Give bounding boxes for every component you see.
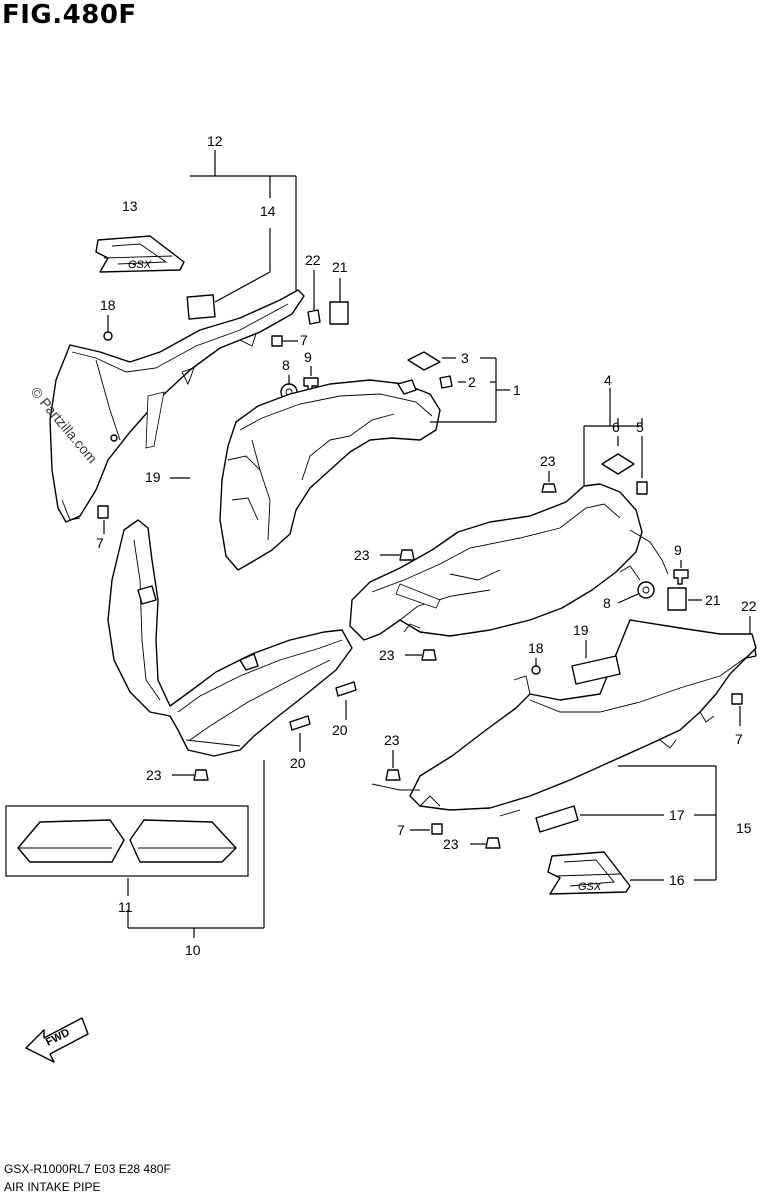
seal-3 [407,351,441,371]
bracket-1 [430,357,510,423]
fwd-arrow-icon: FWD [25,1017,89,1063]
callout-20b: 20 [290,755,306,771]
bracket-4 [583,388,643,492]
callout-8a: 8 [282,357,290,373]
callout-5: 5 [636,419,644,435]
callout-7a: 7 [300,332,308,348]
decal-14 [186,294,216,320]
callout-19a: 19 [145,469,161,485]
figure-footer: GSX-R1000RL7 E03 E28 480F AIR INTAKE PIP… [4,1160,171,1196]
pad-21a [329,301,349,325]
screw-18b [531,665,541,675]
rivet-23a [541,483,557,493]
callout-6: 6 [612,419,620,435]
rivet-23c [421,649,437,661]
screw-18a [103,331,113,341]
callout-22a: 22 [305,252,321,268]
clip-22a [307,309,321,325]
callout-22b: 22 [741,598,757,614]
lower-right-cover-15 [371,619,757,811]
figure-title: FIG.480F [2,0,137,30]
rivet-23f [485,837,501,849]
seal-6 [601,453,635,475]
callout-17: 17 [669,807,685,823]
emblem-16: GSX [547,851,631,895]
clip-7d [431,823,443,835]
emblem-13: GSX [95,235,185,273]
callout-23e: 23 [384,732,400,748]
callout-19b: 19 [573,622,589,638]
decal-17 [535,805,579,833]
callout-23d: 23 [146,767,162,783]
seal-2 [439,375,453,389]
svg-text:GSX: GSX [578,881,602,893]
callout-23b: 23 [354,547,370,563]
callout-8b: 8 [603,595,611,611]
callout-14: 14 [260,203,276,219]
callout-18b: 18 [528,640,544,656]
callout-18a: 18 [100,297,116,313]
callout-11: 11 [118,899,133,915]
grommet-8b [637,581,655,599]
callout-3: 3 [461,350,469,366]
air-intake-pipe-1 [219,379,441,571]
callout-23a: 23 [540,453,556,469]
clip-7a [271,335,283,347]
svg-text:GSX: GSX [128,259,152,271]
callout-9a: 9 [304,349,312,365]
callout-10: 10 [185,942,201,958]
bracket-12 [190,150,297,303]
callout-2: 2 [468,374,476,390]
callout-15: 15 [736,820,752,836]
callout-9b: 9 [674,542,682,558]
tape-20b [289,715,311,731]
rivet-23b [399,549,415,561]
callout-21b: 21 [705,592,721,608]
left-upper-cover [49,289,305,523]
rivet-23e [385,769,401,781]
callout-23f: 23 [443,836,459,852]
callout-21a: 21 [332,259,348,275]
bracket-10 [127,760,265,938]
decal-19b [571,655,621,685]
air-intake-pipe-4 [349,483,669,641]
lower-left-cover-10 [107,519,353,757]
callout-7c: 7 [735,731,743,747]
callout-13: 13 [122,198,138,214]
section-name: AIR INTAKE PIPE [4,1180,101,1194]
trim-set-box-11 [5,805,249,877]
rivet-23d [193,769,209,781]
callout-23c: 23 [379,647,395,663]
callout-7b: 7 [96,535,104,551]
pad-21b [667,587,687,611]
callout-1: 1 [513,382,521,398]
seal-5 [636,481,648,495]
bracket-15 [580,765,717,881]
clip-7b [97,505,109,519]
screw-9b [673,569,689,585]
model-code: GSX-R1000RL7 E03 E28 480F [4,1162,171,1176]
tape-20a [335,681,357,697]
trim-11 [17,819,237,863]
callout-12: 12 [207,133,223,149]
clip-7c [731,693,743,705]
callout-16: 16 [669,872,685,888]
callout-20a: 20 [332,722,348,738]
callout-7d: 7 [397,822,405,838]
callout-4: 4 [604,372,612,388]
